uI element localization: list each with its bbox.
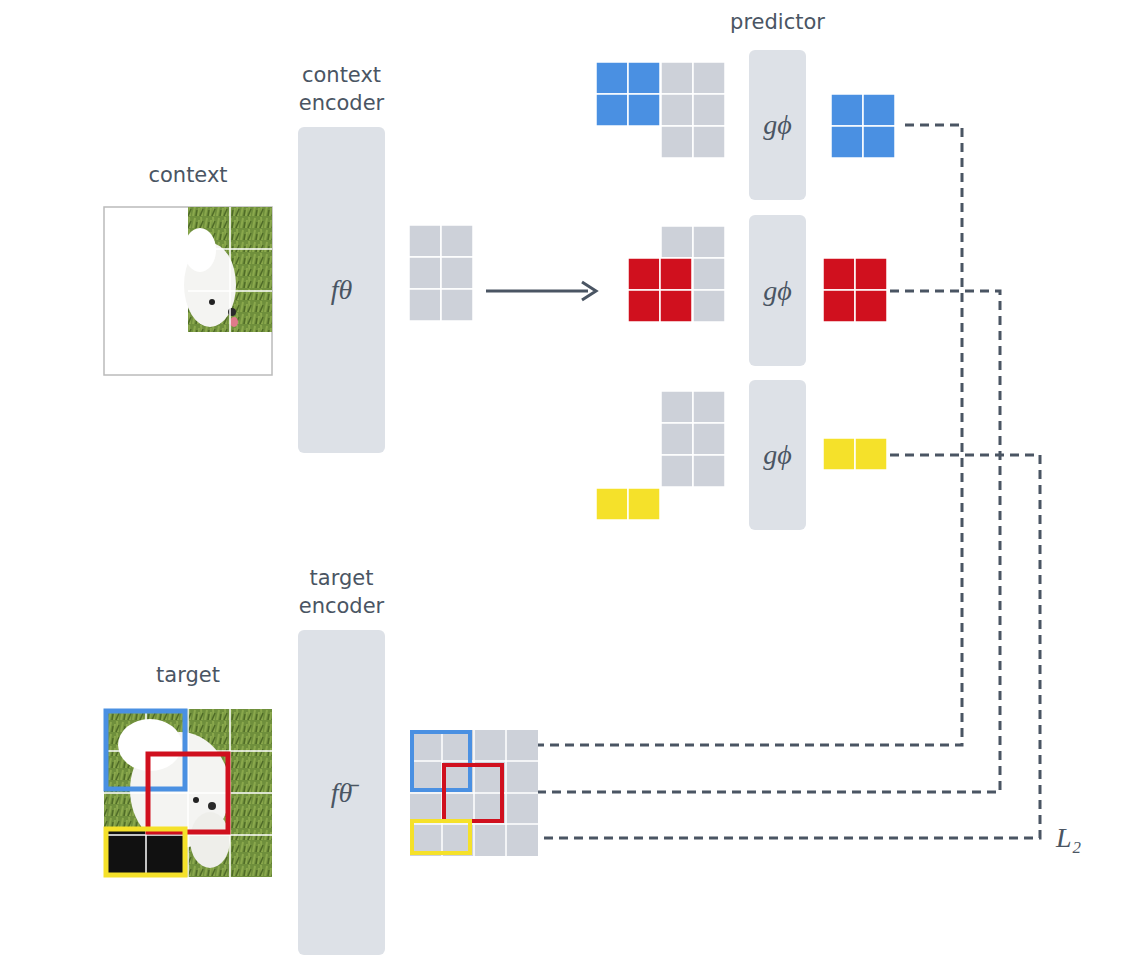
predictor-inputs [596, 62, 725, 520]
token [661, 226, 693, 258]
node-symbol: gϕ [749, 109, 806, 141]
grass [104, 709, 272, 877]
node-heading: context encoder [277, 61, 407, 117]
predicted-token [855, 438, 887, 470]
node-heading: target [123, 661, 253, 689]
predicted-token [855, 258, 887, 290]
arrow-head [582, 282, 596, 300]
dog-tongue [230, 317, 238, 327]
predicted-token [823, 258, 855, 290]
token [693, 290, 725, 322]
token [693, 94, 725, 126]
image-node: context [104, 207, 272, 375]
token-grid [410, 730, 538, 856]
dog-eye [193, 797, 199, 803]
node-symbol: fθ [298, 274, 385, 306]
dog-fur [184, 228, 216, 272]
encoder-box: target encoderfθ̄ [298, 630, 385, 955]
image-frame [104, 207, 272, 375]
loss-lines [488, 125, 1040, 838]
token [661, 423, 693, 455]
token [693, 455, 725, 487]
target-block [106, 829, 185, 875]
patch-grid [104, 709, 272, 877]
node-symbol: gϕ [749, 275, 806, 307]
target-block [412, 821, 470, 853]
token [441, 289, 473, 321]
dashed-line [488, 125, 962, 745]
dog-eye [209, 299, 215, 305]
predicted-token [863, 94, 895, 126]
predictor-box: gϕ [749, 215, 806, 366]
target-embedding [410, 730, 538, 856]
predictor-outputs [823, 94, 895, 470]
node-heading: context [123, 161, 253, 189]
mask-token [628, 258, 660, 290]
token [693, 391, 725, 423]
predictor-box: predictorgϕ [749, 50, 806, 200]
token [693, 126, 725, 158]
target-block [412, 732, 470, 790]
mask-token [628, 62, 660, 94]
token [661, 94, 693, 126]
dog-nose [208, 802, 216, 810]
context-photo [184, 207, 272, 332]
token [661, 290, 693, 322]
predicted-token [863, 126, 895, 158]
token [661, 455, 693, 487]
patch-grid [188, 207, 272, 332]
token [661, 126, 693, 158]
node-heading: predictor [713, 8, 843, 36]
predictor-box: gϕ [749, 380, 806, 530]
mask-token [660, 258, 692, 290]
token [661, 258, 693, 290]
token [441, 225, 473, 257]
mask-token [596, 62, 628, 94]
target-block [148, 754, 228, 832]
dog-nose [228, 308, 236, 316]
token [693, 258, 725, 290]
mask-token [596, 94, 628, 126]
mask-token [660, 290, 692, 322]
context-embedding [409, 225, 473, 321]
predicted-token [831, 94, 863, 126]
token [693, 226, 725, 258]
arrow-line [486, 290, 588, 293]
mask-token [628, 94, 660, 126]
mask-token [628, 290, 660, 322]
mask-token [596, 488, 628, 520]
image-node: target [104, 709, 272, 877]
token [693, 423, 725, 455]
dashed-line [522, 291, 1000, 792]
token [409, 225, 441, 257]
encoder-box: context encoderfθ [298, 127, 385, 453]
target-photo [104, 709, 272, 877]
token-lines [410, 730, 538, 856]
predicted-token [831, 126, 863, 158]
target-block [444, 765, 502, 821]
token [409, 289, 441, 321]
predicted-token [823, 290, 855, 322]
dog-fur [190, 812, 230, 868]
loss-label: L₂ [1056, 822, 1081, 854]
node-symbol: fθ̄ [298, 777, 385, 809]
node-symbol: gϕ [749, 439, 806, 471]
node-heading: target encoder [277, 564, 407, 620]
predicted-token [823, 438, 855, 470]
token [661, 62, 693, 94]
token [693, 62, 725, 94]
token [661, 391, 693, 423]
token [441, 257, 473, 289]
mask-token [628, 488, 660, 520]
predicted-token [855, 290, 887, 322]
token [409, 257, 441, 289]
